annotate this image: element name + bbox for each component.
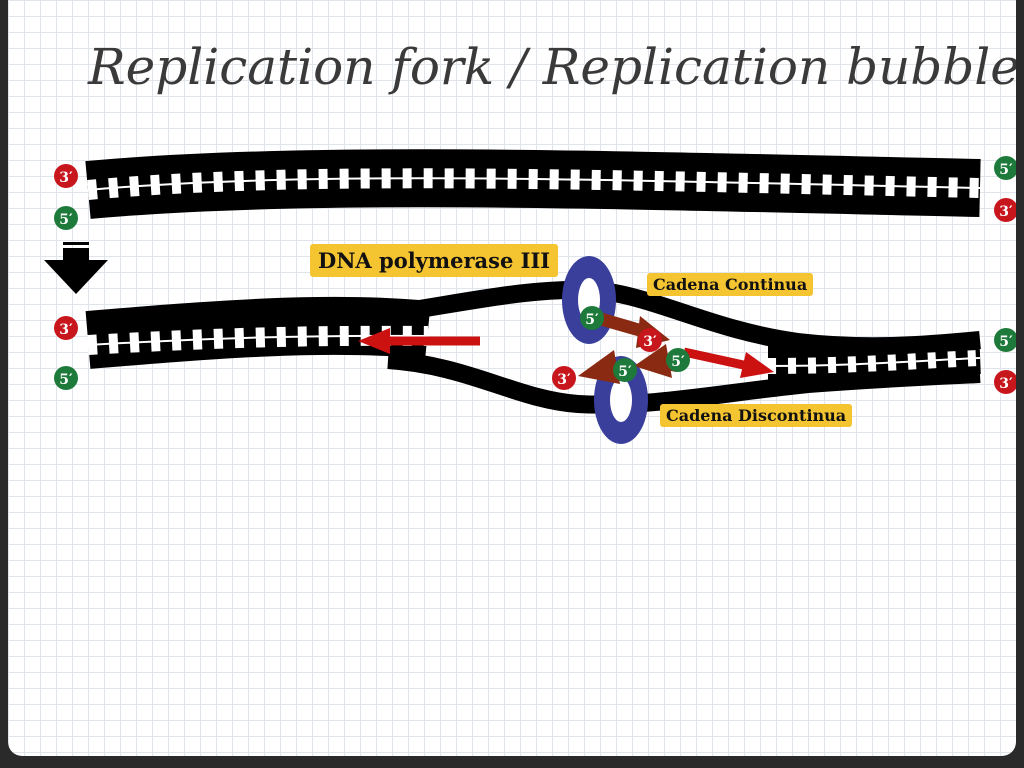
end-badge-top-left-upper: 3′ bbox=[54, 164, 78, 188]
svg-text:3′: 3′ bbox=[999, 376, 1013, 392]
slide-title: Replication fork / Replication bubble bbox=[88, 38, 1016, 96]
fork-right-duplex bbox=[767, 334, 981, 380]
down-arrow-icon bbox=[44, 242, 108, 294]
end-badge-primer-upper-5: 5′ bbox=[580, 306, 604, 330]
end-badge-primer-mid-5: 5′ bbox=[666, 348, 690, 372]
fork-lower-arm bbox=[387, 351, 981, 414]
svg-text:5′: 5′ bbox=[585, 312, 599, 328]
discontinuous-strand-label: Cadena Discontinua bbox=[660, 404, 853, 427]
enzyme-label: DNA polymerase III bbox=[310, 244, 559, 277]
svg-text:5′: 5′ bbox=[618, 364, 632, 380]
svg-text:5′: 5′ bbox=[59, 212, 73, 228]
svg-text:5′: 5′ bbox=[999, 334, 1013, 350]
continuous-strand-arrow bbox=[683, 347, 774, 378]
end-badge-top-right-upper: 5′ bbox=[994, 156, 1016, 180]
svg-text:3′: 3′ bbox=[643, 334, 657, 350]
svg-text:5′: 5′ bbox=[671, 354, 685, 370]
svg-text:5′: 5′ bbox=[999, 162, 1013, 178]
leading-strand-arrow-left bbox=[358, 328, 480, 354]
parent-dna-strand bbox=[85, 149, 981, 219]
replication-fork-diagram: 3′ 5′ 5′ 3′ 3′ 5′ 5′ 3′ bbox=[44, 149, 1016, 444]
svg-text:3′: 3′ bbox=[59, 170, 73, 186]
slide: Replication fork / Replication bubble bbox=[8, 0, 1016, 756]
end-badge-primer-upper-3: 3′ bbox=[638, 328, 662, 352]
end-badge-fork-right-lower: 3′ bbox=[994, 370, 1016, 394]
end-badge-top-right-lower: 3′ bbox=[994, 198, 1016, 222]
svg-text:3′: 3′ bbox=[59, 322, 73, 338]
end-badge-fork-left-lower: 5′ bbox=[54, 366, 78, 390]
end-badge-okazaki-5: 5′ bbox=[613, 358, 637, 382]
end-badge-fork-left-upper: 3′ bbox=[54, 316, 78, 340]
svg-text:3′: 3′ bbox=[999, 204, 1013, 220]
polymerase-ring-upper bbox=[562, 256, 616, 344]
continuous-strand-label: Cadena Continua bbox=[647, 273, 814, 296]
end-badge-fork-right-upper: 5′ bbox=[994, 328, 1016, 352]
svg-text:3′: 3′ bbox=[557, 372, 571, 388]
end-badge-top-left-lower: 5′ bbox=[54, 206, 78, 230]
end-badge-okazaki-3: 3′ bbox=[552, 366, 576, 390]
svg-text:5′: 5′ bbox=[59, 372, 73, 388]
